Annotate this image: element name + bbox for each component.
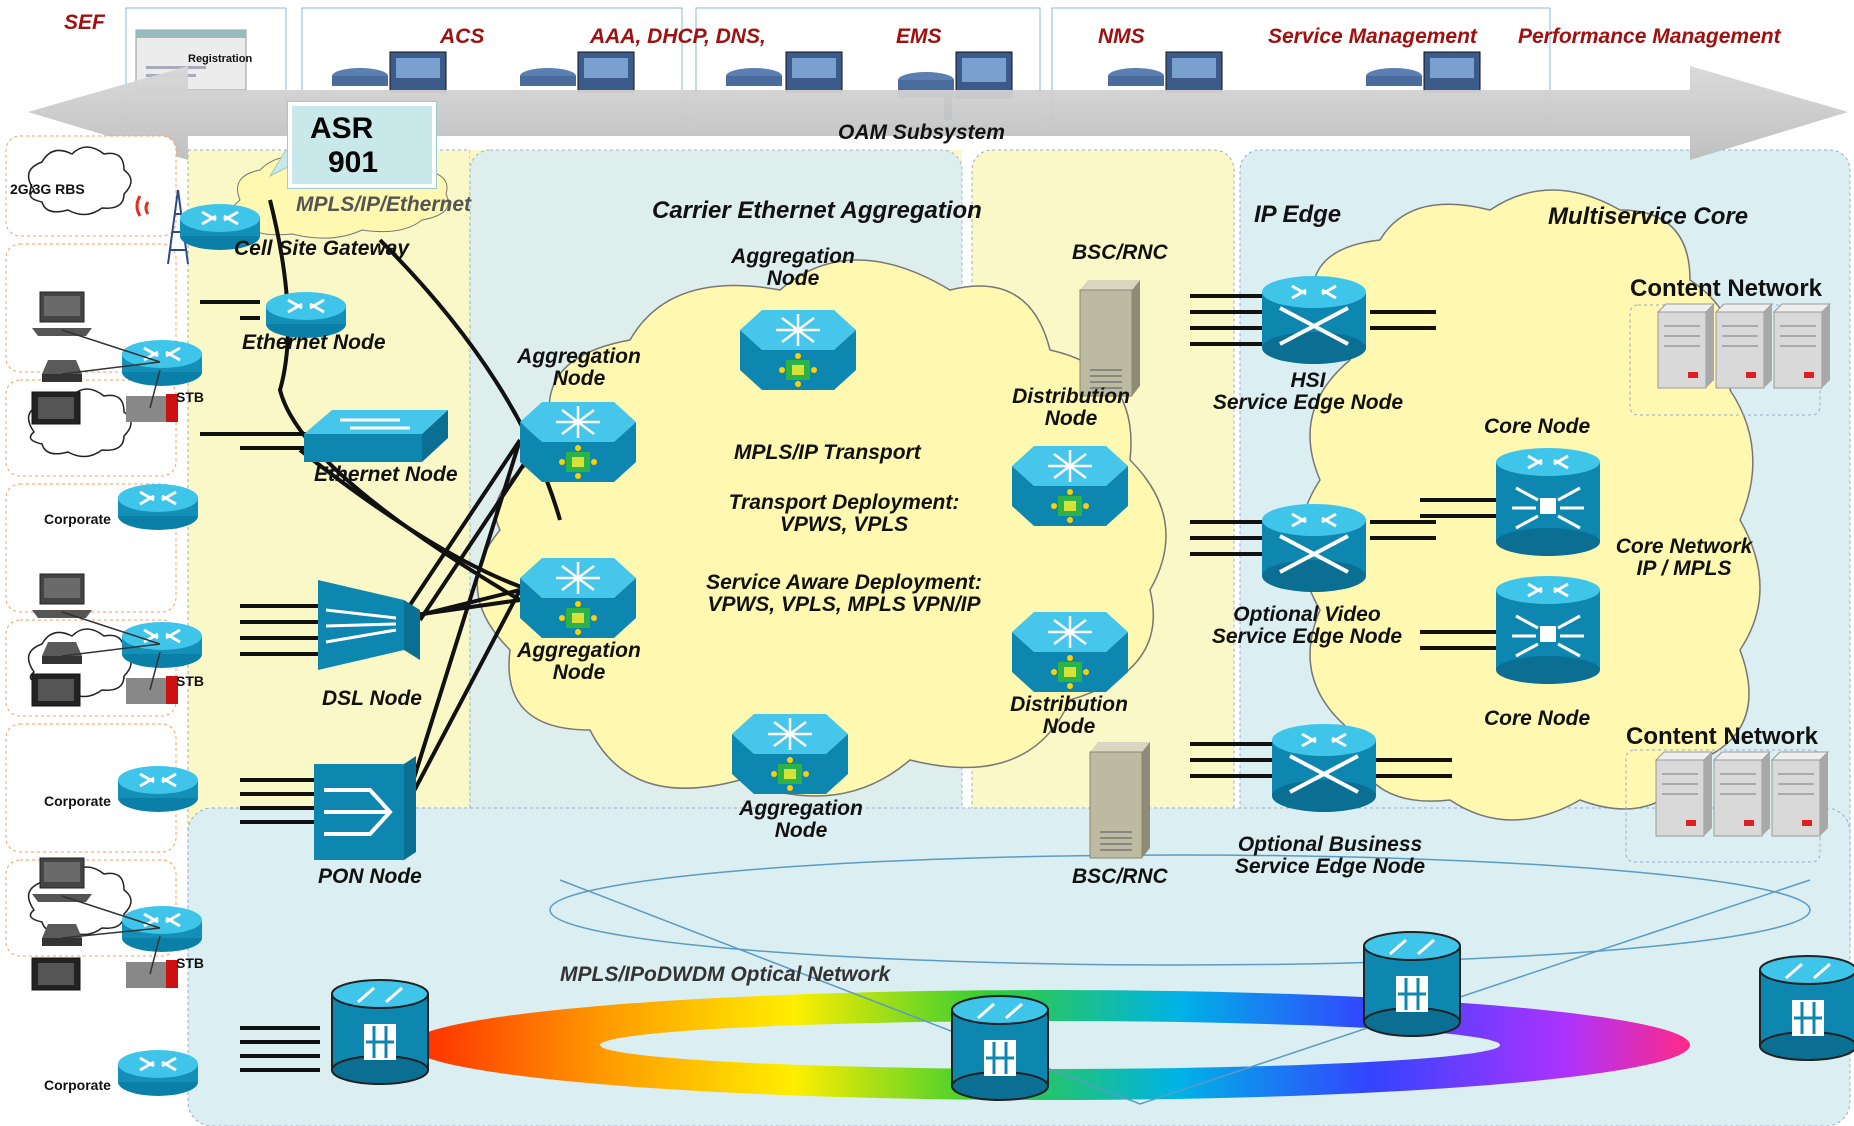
transport-deployment-label: Transport Deployment:VPWS, VPLS: [728, 491, 960, 537]
optical-node-4: [1758, 954, 1854, 1062]
business-service-edge-router: [1270, 722, 1378, 814]
hsi-service-edge-router: [1260, 274, 1368, 366]
asr-line1: ASR: [310, 112, 374, 145]
ems-label: EMS: [896, 25, 942, 48]
stb-label-1: STB: [176, 389, 204, 405]
content-network-label-1: Content Network: [1630, 275, 1822, 302]
nms-label: NMS: [1098, 25, 1145, 48]
distribution-node-1: [1010, 444, 1130, 528]
core-node-1: [1494, 446, 1602, 558]
mpls-ip-transport-cloud: [476, 259, 1167, 797]
dsl-node-label: DSL Node: [322, 687, 422, 710]
registration-text: Registration: [188, 53, 253, 65]
ip-edge-label: IP Edge: [1254, 201, 1342, 228]
oam-subsystem-label: OAM Subsystem: [838, 121, 1005, 144]
content-network-label-2: Content Network: [1626, 723, 1818, 750]
dsl-node: [318, 580, 420, 670]
carrier-ethernet-aggregation-label: Carrier Ethernet Aggregation: [652, 197, 982, 224]
cell-tower: [135, 189, 189, 265]
optical-node-1: [330, 978, 430, 1086]
rbs-label: 2G/3G RBS: [10, 181, 85, 197]
asr-line2: 901: [328, 146, 379, 179]
pon-node-label: PON Node: [318, 865, 422, 888]
stb-label-3: STB: [176, 955, 204, 971]
corporate-label-2: Corporate: [44, 793, 111, 809]
optical-ellipse: [549, 854, 1811, 966]
aggregation-node-bottom: [730, 712, 850, 796]
cell-site-gateway-label: Cell Site Gateway: [234, 237, 410, 260]
bsc-rnc-server-bottom: [1089, 741, 1151, 859]
oam-subsystem-arrow: [28, 66, 1848, 160]
core-node-2: [1494, 574, 1602, 686]
aggregation-node-low: [518, 556, 638, 640]
core-node-label-1: Core Node: [1484, 415, 1591, 438]
aggregation-node-left: [518, 400, 638, 484]
video-service-edge-router: [1260, 502, 1368, 594]
asr-901-callout: ASR 901: [288, 102, 436, 188]
bsc-rnc-label-bottom: BSC/RNC: [1072, 865, 1168, 888]
service-aware-deployment-label: Service Aware Deployment:VPWS, VPLS, MPL…: [706, 571, 982, 617]
optical-ring-inner: [600, 1021, 1500, 1069]
aggregation-node-top: [738, 308, 858, 392]
premises-devices: [31, 291, 204, 1098]
corporate-label-3: Corporate: [44, 1077, 111, 1093]
acs-label: ACS: [440, 25, 485, 48]
performance-management-label: Performance Management: [1518, 25, 1781, 48]
aaa-dhcp-dns-label: AAA, DHCP, DNS,: [590, 25, 766, 48]
port-lines: [200, 294, 1500, 1072]
mpls-ip-transport-label: MPLS/IP Transport: [734, 441, 921, 464]
service-management-label: Service Management: [1268, 25, 1477, 48]
distribution-node-2: [1010, 610, 1130, 694]
optical-network-label: MPLS/IPoDWDM Optical Network: [560, 963, 891, 986]
optical-triangle: [559, 879, 1811, 1105]
ethernet-node-label-2: Ethernet Node: [314, 463, 458, 486]
core-node-label-2: Core Node: [1484, 707, 1591, 730]
bsc-rnc-server-top: [1079, 279, 1141, 397]
optical-node-2: [950, 994, 1050, 1102]
corporate-label-1: Corporate: [44, 511, 111, 527]
mpls-ip-ethernet-label: MPLS/IP/Ethernet: [296, 193, 472, 216]
access-connections: [268, 199, 562, 811]
stb-label-2: STB: [176, 673, 204, 689]
optical-node-3: [1362, 930, 1462, 1038]
pon-node: [314, 756, 416, 860]
bsc-rnc-label-top: BSC/RNC: [1072, 241, 1168, 264]
sef-label: SEF: [64, 11, 105, 34]
ethernet-node-label-1: Ethernet Node: [242, 331, 386, 354]
multiservice-core-label: Multiservice Core: [1548, 203, 1749, 230]
ethernet-node-switch: [304, 410, 448, 462]
customer-sites: [5, 135, 177, 957]
